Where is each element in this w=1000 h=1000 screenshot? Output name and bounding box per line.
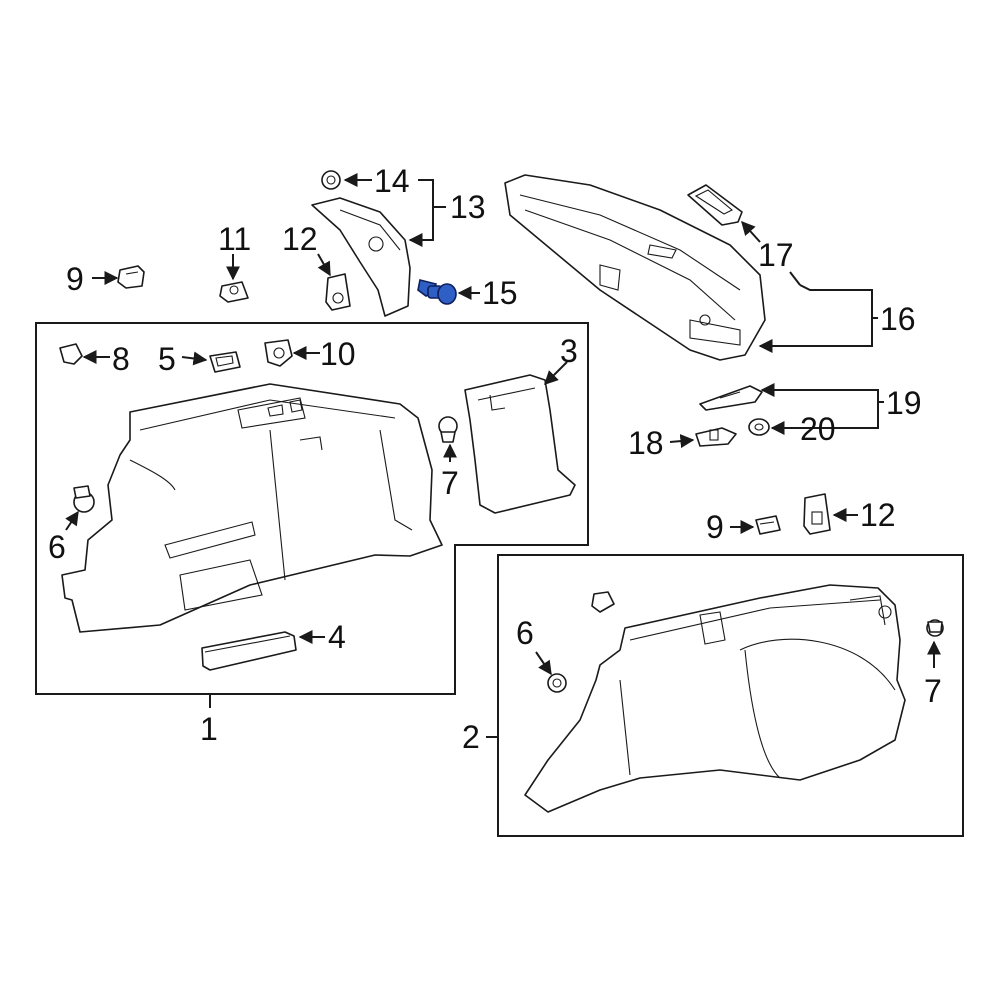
callout-4[interactable]: 4 xyxy=(328,619,346,655)
callout-9-right[interactable]: 9 xyxy=(706,509,724,545)
callout-7-right[interactable]: 7 xyxy=(924,673,942,709)
callout-19[interactable]: 19 xyxy=(886,385,922,421)
handle-17[interactable] xyxy=(687,184,743,226)
tonneau-cover-16[interactable] xyxy=(504,174,766,361)
trim-panel-3[interactable] xyxy=(464,374,576,514)
bracket-panel-13[interactable] xyxy=(311,197,411,317)
push-pin-6-left[interactable] xyxy=(73,485,95,513)
bracket-12-right[interactable] xyxy=(803,493,831,535)
callout-15[interactable]: 15 xyxy=(482,275,518,311)
callout-18[interactable]: 18 xyxy=(628,425,664,461)
callout-7-left[interactable]: 7 xyxy=(441,465,459,501)
bracket-18[interactable] xyxy=(695,427,737,447)
callout-3[interactable]: 3 xyxy=(560,333,578,369)
plate-19[interactable] xyxy=(699,385,763,411)
trim-strip-4[interactable] xyxy=(201,631,297,671)
clip-9-right[interactable] xyxy=(755,515,781,535)
clip-top-right-panel[interactable] xyxy=(591,591,615,613)
callout-16[interactable]: 16 xyxy=(880,301,916,337)
quarter-trim-panel-left[interactable] xyxy=(61,383,443,633)
callout-14[interactable]: 14 xyxy=(374,163,410,199)
callout-13[interactable]: 13 xyxy=(450,189,486,225)
callout-1[interactable]: 1 xyxy=(200,711,218,747)
push-pin-7-left[interactable] xyxy=(438,416,458,443)
push-pin-6-right[interactable] xyxy=(547,673,567,693)
callout-8[interactable]: 8 xyxy=(112,341,130,377)
callout-5[interactable]: 5 xyxy=(158,341,176,377)
callout-11[interactable]: 11 xyxy=(218,221,251,257)
group-box-1 xyxy=(35,322,589,695)
nut-14[interactable] xyxy=(321,170,341,190)
quarter-trim-panel-right[interactable] xyxy=(524,584,906,813)
clip-9-top[interactable] xyxy=(117,265,145,289)
clip-11[interactable] xyxy=(219,281,249,303)
washer-20[interactable] xyxy=(748,418,770,436)
callout-12-right[interactable]: 12 xyxy=(860,497,896,533)
grommet-10[interactable] xyxy=(264,339,293,367)
callout-2[interactable]: 2 xyxy=(462,719,480,755)
callout-12-top[interactable]: 12 xyxy=(282,221,318,257)
callout-6-right[interactable]: 6 xyxy=(516,615,534,651)
bracket-12-top[interactable] xyxy=(325,273,351,311)
callout-20[interactable]: 20 xyxy=(800,411,836,447)
callout-9-top[interactable]: 9 xyxy=(66,261,84,297)
clip-8[interactable] xyxy=(59,343,83,365)
callout-10[interactable]: 10 xyxy=(320,336,356,372)
clip-5[interactable] xyxy=(209,351,241,373)
callout-17[interactable]: 17 xyxy=(758,237,794,273)
bolt-15-highlighted[interactable] xyxy=(417,279,457,305)
group-box-2 xyxy=(497,554,964,837)
callout-6-left[interactable]: 6 xyxy=(48,529,66,565)
push-pin-7-right[interactable] xyxy=(926,619,944,637)
